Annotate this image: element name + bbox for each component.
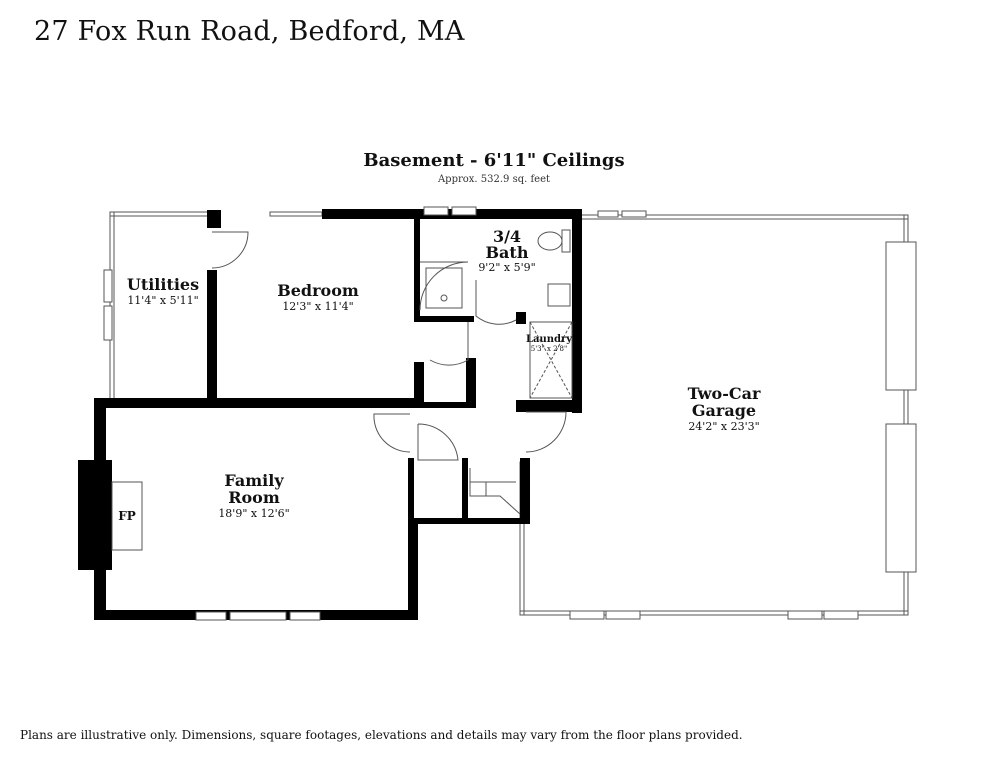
window [885,423,917,573]
window [103,269,113,303]
window [605,610,641,620]
fixtures [111,229,573,551]
laundry-cross [529,321,573,399]
stair-west-wall [462,458,468,524]
stair-east-wall [520,458,530,524]
bedroom-dims: 12'3" x 11'4" [282,300,353,313]
garage-label-line1: Two-Car [688,384,761,403]
bath-east-wall [572,209,582,413]
fireplace-label: FP [118,509,136,523]
shower-drain [440,294,448,302]
utilities-dims: 11'4" x 5'11" [127,294,198,307]
door-family [373,413,411,453]
fireplace-hearth [111,481,143,551]
door-bedroom [429,322,469,366]
closet-west-wall [408,458,414,524]
family-east-wall [408,520,418,620]
family-dims: 18'9" x 12'6" [218,507,289,520]
bath-west-wall [414,209,420,321]
door-garage [525,411,567,453]
window [823,610,859,620]
garage-label-line2: Garage [692,401,756,420]
window [229,611,287,621]
bedroom-window-wall [269,211,323,217]
utilities-label: Utilities [127,275,199,294]
shower-south-wall [414,316,474,322]
stairs-icon [469,468,521,515]
garage-dims: 24'2" x 23'3" [688,420,759,433]
family-label-line1: Family [224,471,284,490]
laundry-area [529,321,573,399]
bath-label-line2: Bath [486,243,529,262]
window [289,611,321,621]
window [885,241,917,391]
address-title: 27 Fox Run Road, Bedford, MA [34,16,465,47]
laundry-south-wall [516,400,580,412]
door-shower [419,261,469,311]
family-north-wall [104,398,416,408]
windows [103,206,917,621]
sink-icon [547,283,571,307]
hall-east-stub [466,358,476,408]
bedroom-label: Bedroom [277,281,359,300]
window [787,610,823,620]
floor-area: Approx. 532.9 sq. feet [437,174,551,185]
window [597,210,619,218]
laundry-dims: 5'3" x 2'8" [531,345,568,353]
bedroom-west-wall [207,270,217,406]
window [451,206,477,216]
laundry-stub [516,312,526,324]
utilities-north-wall [109,211,211,217]
bath-label-line1: 3/4 [493,227,521,246]
toilet-icon [537,231,563,251]
laundry-label: Laundry [526,334,573,345]
bath-dims: 9'2" x 5'9" [478,261,535,274]
wall-stub [207,210,221,228]
closet-south-wall [408,518,530,524]
door-closet [417,423,459,461]
window [569,610,605,620]
window [621,210,647,218]
doors [211,231,567,461]
hall-north-wall [416,402,476,408]
window [103,305,113,341]
door-bath [475,280,517,325]
toilet-tank [561,229,571,253]
laundry-cross [529,321,573,399]
hall-stub-wall [414,362,424,408]
fireplace-chimney [78,460,112,570]
window [423,206,449,216]
door-utilities [211,231,249,269]
floor-title: Basement - 6'11" Ceilings [363,150,625,171]
window [195,611,227,621]
family-label-line2: Room [228,488,280,507]
disclaimer: Plans are illustrative only. Dimensions,… [20,728,743,742]
shower-stall [425,267,463,309]
